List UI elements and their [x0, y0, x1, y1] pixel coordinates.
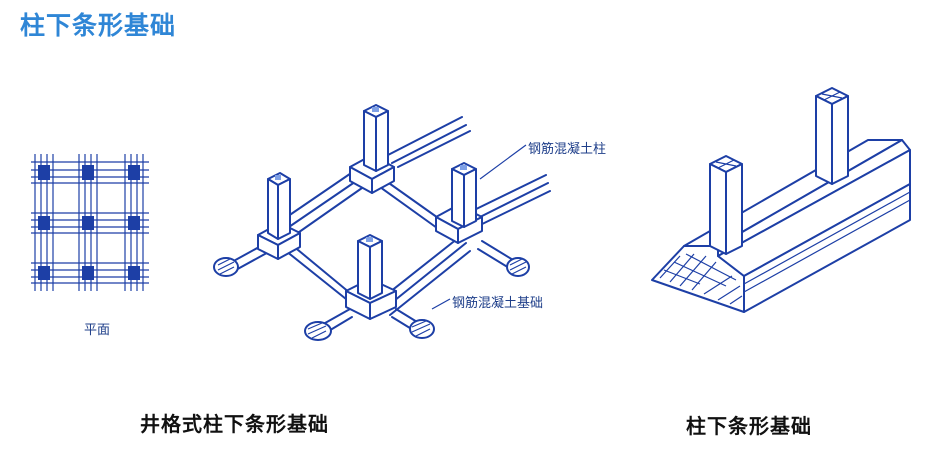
grid-foundation-caption: 井格式柱下条形基础	[140, 412, 329, 436]
strip-foundation-caption: 柱下条形基础	[686, 414, 812, 438]
strip-foundation-drawing	[651, 87, 911, 313]
plan-label: 平面	[84, 323, 111, 338]
plan-view-drawing	[31, 154, 149, 291]
grid-foundation-drawing	[213, 104, 551, 341]
foundation-label: 钢筋混凝土基础	[452, 296, 544, 311]
column-label: 钢筋混凝土柱	[528, 142, 607, 157]
page-title: 柱下条形基础	[20, 11, 177, 40]
